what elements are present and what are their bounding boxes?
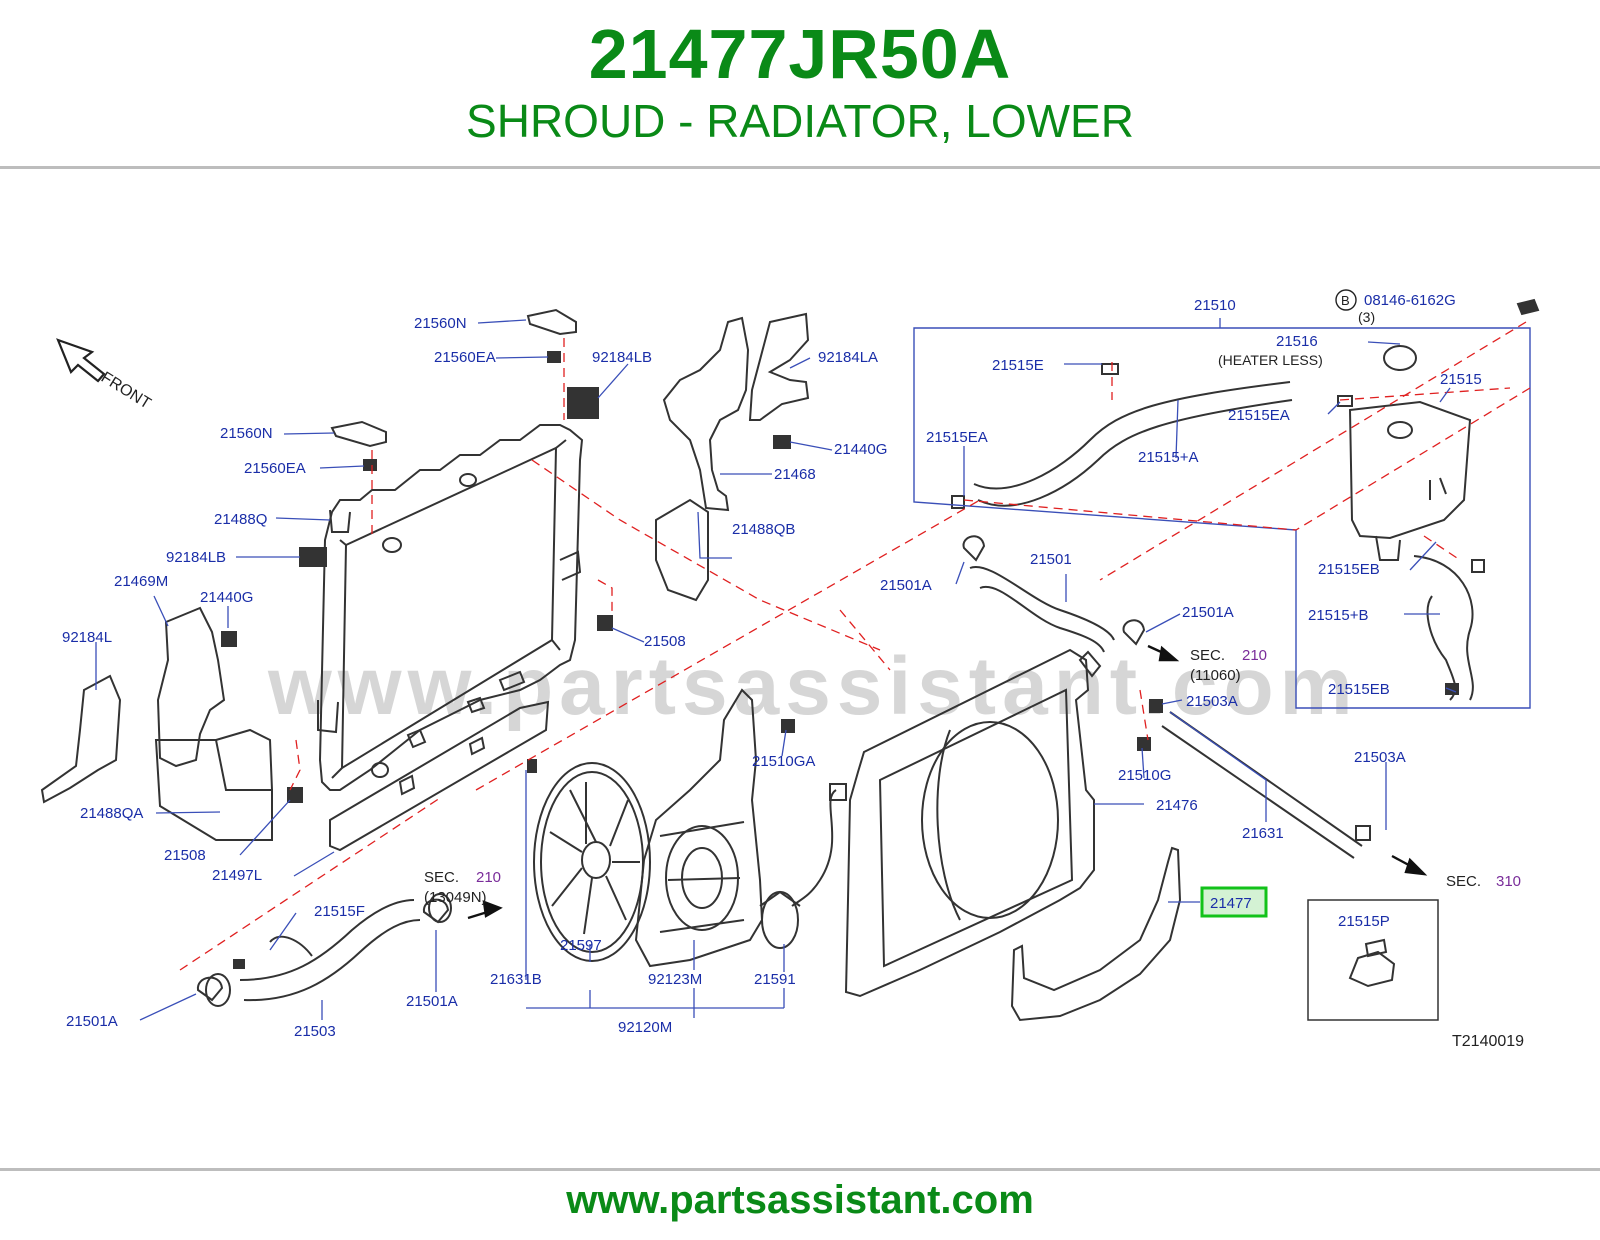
reservoir-tank-icon — [1348, 345, 1472, 561]
reservoir-group-box — [913, 327, 1531, 709]
highlighted-part-box — [1200, 886, 1268, 918]
part-label[interactable]: 21510G — [1118, 767, 1171, 784]
part-label[interactable]: 21497L — [212, 867, 262, 884]
bolt-qty: (3) — [1358, 309, 1375, 325]
section-arrows-icon — [467, 644, 1428, 920]
part-label[interactable]: 21488QA — [80, 805, 143, 822]
front-arrow-icon — [56, 338, 106, 383]
part-label[interactable]: 21476 — [1156, 797, 1198, 814]
part-label[interactable]: 21515EA — [1228, 407, 1290, 424]
air-guide-left-icon — [40, 606, 273, 841]
heater-note: (HEATER LESS) — [1218, 352, 1323, 368]
part-label[interactable]: 21508 — [644, 633, 686, 650]
parts-diagram-svg: www.partsassistant.com FRONT — [40, 289, 1540, 1050]
part-label[interactable]: 21516 — [1276, 333, 1318, 350]
part-label[interactable]: 92184L — [62, 629, 112, 646]
part-label[interactable]: 21488QB — [732, 521, 795, 538]
part-label[interactable]: 21501A — [1182, 604, 1234, 621]
part-description: SHROUD - RADIATOR, LOWER — [466, 95, 1134, 147]
part-label[interactable]: 21503A — [1354, 749, 1406, 766]
part-label[interactable]: 21515EB — [1328, 681, 1390, 698]
part-label[interactable]: 92184LA — [818, 349, 878, 366]
part-label[interactable]: 92184LB — [166, 549, 226, 566]
part-label[interactable]: 21515P — [1338, 913, 1390, 930]
part-label[interactable]: 21501A — [880, 577, 932, 594]
part-label[interactable]: 21508 — [164, 847, 206, 864]
section-ref-num[interactable]: 210 — [476, 869, 501, 886]
section-ref-sub: (11060) — [1190, 667, 1241, 684]
part-label[interactable]: 21440G — [200, 589, 253, 606]
footer-divider — [0, 1168, 1600, 1171]
radiator-shroud-upper-icon — [844, 648, 1163, 998]
assembly-guide-lines — [179, 321, 1531, 971]
lower-shroud-icon — [1010, 846, 1182, 1022]
part-label[interactable]: 21510 — [1194, 297, 1236, 314]
part-label[interactable]: 21560EA — [244, 460, 306, 477]
part-label[interactable]: 21515F — [314, 903, 365, 920]
bolt-marker: B — [1341, 293, 1350, 308]
part-label[interactable]: 21468 — [774, 466, 816, 483]
highlighted-part-label[interactable]: 21477 — [1210, 895, 1252, 912]
section-ref-sec: SEC. — [424, 869, 459, 886]
section-ref-sec: SEC. — [1446, 873, 1481, 890]
part-labels: 21560N 21560EA 92184LB 21560N 21560EA 21… — [62, 292, 1482, 1040]
section-ref-sec: SEC. — [1190, 647, 1225, 664]
part-label[interactable]: 21510GA — [752, 753, 815, 770]
cooling-fan-icon — [527, 759, 651, 962]
reference-code: T2140019 — [1452, 1033, 1524, 1050]
part-label[interactable]: 21515EA — [926, 429, 988, 446]
part-label[interactable]: 21503A — [1186, 693, 1238, 710]
part-number-title: 21477JR50A — [588, 15, 1012, 93]
section-ref-num[interactable]: 210 — [1242, 647, 1267, 664]
part-label[interactable]: 21560N — [220, 425, 273, 442]
part-label[interactable]: 21440G — [834, 441, 887, 458]
label-leaders — [95, 318, 1457, 1021]
part-label[interactable]: 21631B — [490, 971, 542, 988]
radiator-brackets-icon — [287, 308, 613, 803]
bolt-marker-circle — [1335, 289, 1357, 311]
section-ref-sub: (13049N) — [424, 889, 487, 906]
part-label[interactable]: 21515+A — [1138, 449, 1198, 466]
page-header: 21477JR50A SHROUD - RADIATOR, LOWER — [0, 0, 1600, 168]
air-guide-upper-icon — [655, 312, 810, 602]
part-label[interactable]: 21515EB — [1318, 561, 1380, 578]
radiator-baffle-icon — [329, 700, 550, 852]
section-ref-num[interactable]: 310 — [1496, 873, 1521, 890]
part-label[interactable]: 21501 — [1030, 551, 1072, 568]
part-label[interactable]: 21515E — [992, 357, 1044, 374]
part-label[interactable]: 21469M — [114, 573, 168, 590]
parts-diagram: www.partsassistant.com FRONT — [0, 170, 1600, 1166]
part-label[interactable]: 92123M — [648, 971, 702, 988]
clip-icon — [1348, 938, 1396, 988]
radiator-icon — [299, 424, 584, 791]
part-label[interactable]: 21631 — [1242, 825, 1284, 842]
part-label[interactable]: 21501A — [66, 1013, 118, 1030]
front-label: FRONT — [98, 369, 154, 413]
header-divider — [0, 166, 1600, 169]
part-label[interactable]: 21515 — [1440, 371, 1482, 388]
part-label[interactable]: 08146-6162G — [1364, 292, 1456, 309]
part-label[interactable]: 21488Q — [214, 511, 267, 528]
part-label[interactable]: 92184LB — [592, 349, 652, 366]
part-label[interactable]: 21515+B — [1308, 607, 1368, 624]
part-label[interactable]: 21503 — [294, 1023, 336, 1040]
part-label[interactable]: 21560N — [414, 315, 467, 332]
clip-detail-box — [1307, 899, 1439, 1021]
part-label[interactable]: 21591 — [754, 971, 796, 988]
part-label[interactable]: 21501A — [406, 993, 458, 1010]
part-label[interactable]: 21560EA — [434, 349, 496, 366]
footer-url[interactable]: www.partsassistant.com — [566, 1178, 1034, 1222]
hose-clamps-icon — [196, 298, 1540, 1002]
part-label[interactable]: 92120M — [618, 1019, 672, 1036]
part-label[interactable]: 21597 — [560, 937, 602, 954]
section-refs: SEC. 210 (11060) SEC. 210 (13049N) SEC. … — [424, 647, 1521, 906]
fan-shroud-icon — [634, 688, 847, 968]
